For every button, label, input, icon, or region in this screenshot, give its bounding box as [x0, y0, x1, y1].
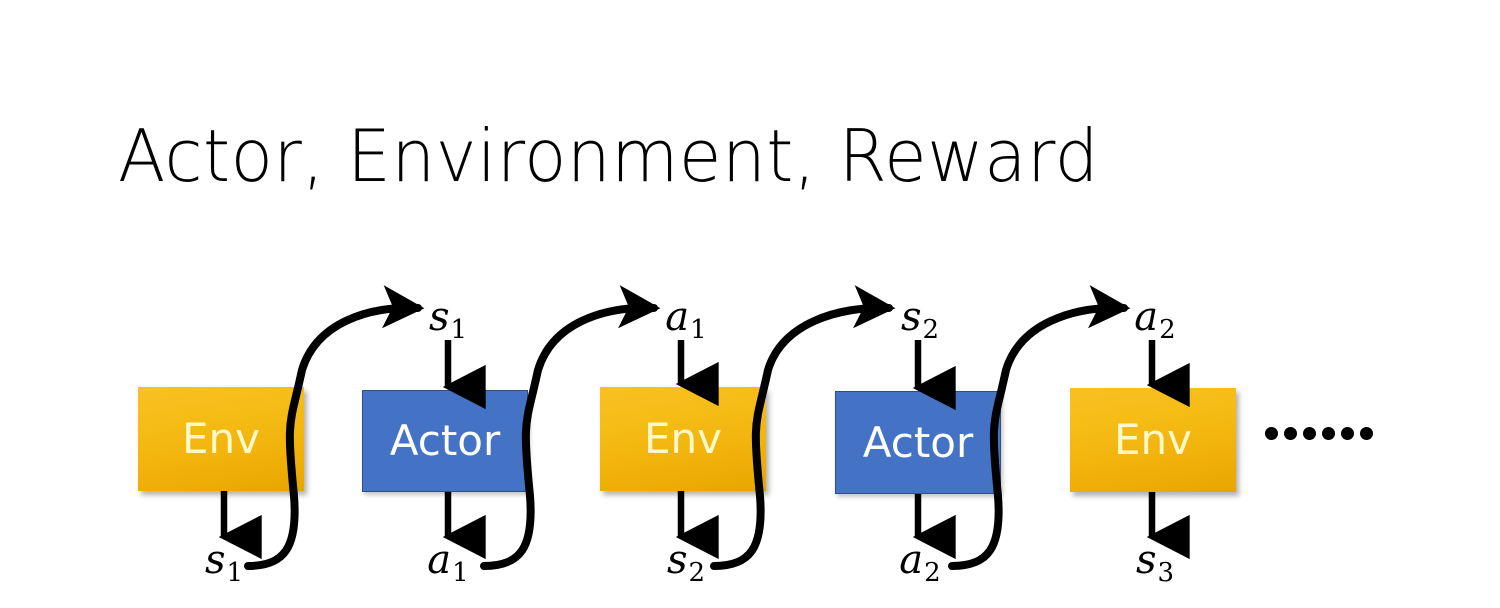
variable-label-top-s2: s2 — [901, 297, 939, 343]
variable-label-top-a1: a1 — [665, 297, 706, 343]
down-arrows-into-boxes — [442, 340, 1190, 411]
variable-base: s — [666, 537, 688, 584]
variable-label-bot-s1: s1 — [205, 540, 243, 586]
page-title: Actor, Environment, Reward — [118, 114, 1100, 198]
variable-base: s — [900, 294, 922, 341]
variable-label-top-a2: a2 — [1134, 297, 1175, 343]
down-arrows-out-of-boxes — [218, 491, 1190, 560]
ellipsis-dot — [1341, 427, 1354, 440]
variable-label-bot-a1: a1 — [427, 540, 468, 586]
variable-subscript: 2 — [922, 314, 940, 345]
variable-subscript: 1 — [690, 314, 707, 345]
variable-subscript: 2 — [924, 557, 941, 588]
variable-label-bot-a2: a2 — [899, 540, 940, 586]
ellipsis-dot — [1284, 427, 1297, 440]
continuation-ellipsis — [1265, 427, 1373, 440]
variable-base: a — [665, 294, 690, 341]
node-box-label: Actor — [862, 417, 974, 467]
variable-subscript: 1 — [226, 557, 244, 588]
node-box-actor2[interactable]: Actor — [835, 391, 1001, 494]
node-box-env1[interactable]: Env — [138, 387, 304, 491]
ellipsis-dot — [1303, 427, 1316, 440]
variable-subscript: 2 — [1159, 314, 1176, 345]
variable-subscript: 1 — [452, 557, 469, 588]
variable-subscript: 2 — [688, 557, 706, 588]
variable-label-top-s1: s1 — [429, 297, 467, 343]
ellipsis-dot — [1360, 427, 1373, 440]
node-box-env2[interactable]: Env — [600, 387, 766, 491]
ellipsis-dot — [1322, 427, 1335, 440]
variable-base: s — [428, 294, 450, 341]
node-box-label: Actor — [389, 416, 501, 465]
variable-base: s — [1135, 537, 1157, 584]
variable-base: a — [1134, 294, 1159, 341]
variable-subscript: 3 — [1157, 557, 1175, 588]
variable-label-bot-s3: s3 — [1136, 540, 1174, 586]
node-box-label: Env — [181, 414, 260, 463]
variable-base: a — [899, 537, 924, 584]
node-box-label: Env — [643, 414, 722, 463]
node-box-label: Env — [1113, 415, 1192, 464]
variable-subscript: 1 — [450, 314, 468, 345]
variable-base: a — [427, 537, 452, 584]
ellipsis-dot — [1265, 427, 1278, 440]
variable-base: s — [204, 537, 226, 584]
node-box-actor1[interactable]: Actor — [362, 390, 528, 492]
node-box-env3[interactable]: Env — [1070, 388, 1236, 492]
variable-label-bot-s2: s2 — [667, 540, 705, 586]
